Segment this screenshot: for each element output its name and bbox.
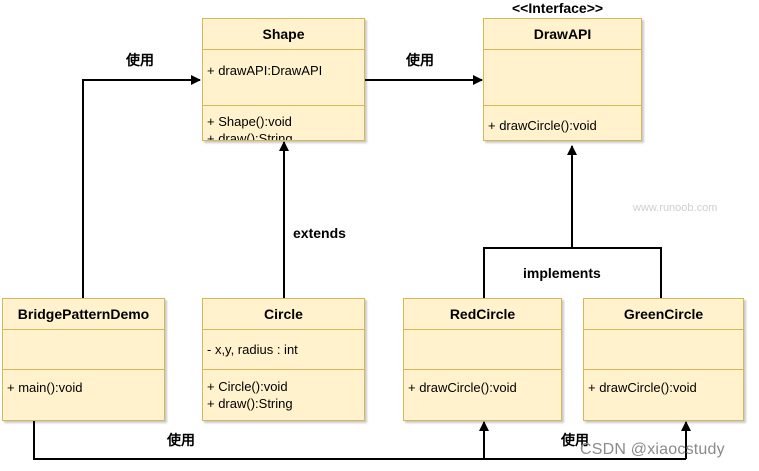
class-shape: Shape + drawAPI:DrawAPI + Shape():void +… [202, 18, 365, 141]
csdn-watermark: CSDN @xiaocstudy [580, 441, 725, 458]
class-greencircle: GreenCircle + drawCircle():void [583, 298, 744, 421]
class-circle-attribute: - x,y, radius : int [207, 342, 298, 357]
implements-branch-left [483, 247, 662, 298]
class-shape-attributes: + drawAPI:DrawAPI [203, 49, 364, 105]
class-drawapi-methods: + drawCircle():void [484, 105, 641, 140]
class-bridgepatterndemo-method: + main():void [7, 380, 83, 395]
edge-label-extends: extends [293, 225, 346, 241]
class-redcircle-title: RedCircle [449, 306, 516, 322]
class-redcircle-methods: + drawCircle():void [404, 369, 561, 420]
class-circle: Circle - x,y, radius : int + Circle():vo… [202, 298, 365, 421]
class-greencircle-method: + drawCircle():void [588, 380, 697, 395]
class-redcircle-method: + drawCircle():void [408, 380, 517, 395]
use-edge-demo-bottom [33, 420, 686, 460]
class-shape-attribute: + drawAPI:DrawAPI [207, 63, 323, 78]
class-bridgepatterndemo-methods: + main():void [3, 369, 164, 420]
edge-label-use-bottom-left: 使用 [167, 432, 195, 448]
class-redcircle: RedCircle + drawCircle():void [403, 298, 562, 421]
class-circle-method: + draw():String [207, 396, 293, 411]
edge-label-use-shape-to-drawapi: 使用 [406, 52, 434, 68]
drawapi-stereotype: <<Interface>> [512, 0, 604, 16]
class-greencircle-title: GreenCircle [623, 306, 704, 322]
edge-label-use-left-top: 使用 [126, 52, 154, 68]
class-bridgepatterndemo: BridgePatternDemo + main():void [2, 298, 165, 421]
class-bridgepatterndemo-title: BridgePatternDemo [17, 306, 150, 322]
class-drawapi-title: DrawAPI [533, 26, 592, 42]
class-shape-methods: + Shape():void + draw():String [203, 105, 364, 141]
runoob-watermark: www.runoob.com [633, 202, 718, 214]
class-shape-method: + draw():String [207, 131, 293, 141]
class-circle-method: + Circle():void [207, 379, 288, 394]
class-circle-methods: + Circle():void + draw():String [203, 369, 364, 420]
class-bridgepatterndemo-attributes [3, 329, 164, 369]
class-drawapi-method: + drawCircle():void [488, 118, 597, 133]
class-greencircle-methods: + drawCircle():void [584, 369, 743, 420]
class-circle-attributes: - x,y, radius : int [203, 329, 364, 369]
class-redcircle-attributes [404, 329, 561, 369]
class-greencircle-attributes [584, 329, 743, 369]
edge-label-use-bottom-right: 使用 [561, 432, 589, 448]
class-drawapi: DrawAPI + drawCircle():void [483, 18, 642, 141]
class-shape-title: Shape [262, 26, 305, 42]
class-shape-method: + Shape():void [207, 114, 292, 129]
edge-label-implements: implements [523, 265, 601, 281]
use-edge-demo-to-shape [82, 75, 201, 298]
class-drawapi-attributes [484, 49, 641, 105]
class-circle-title: Circle [264, 306, 303, 322]
